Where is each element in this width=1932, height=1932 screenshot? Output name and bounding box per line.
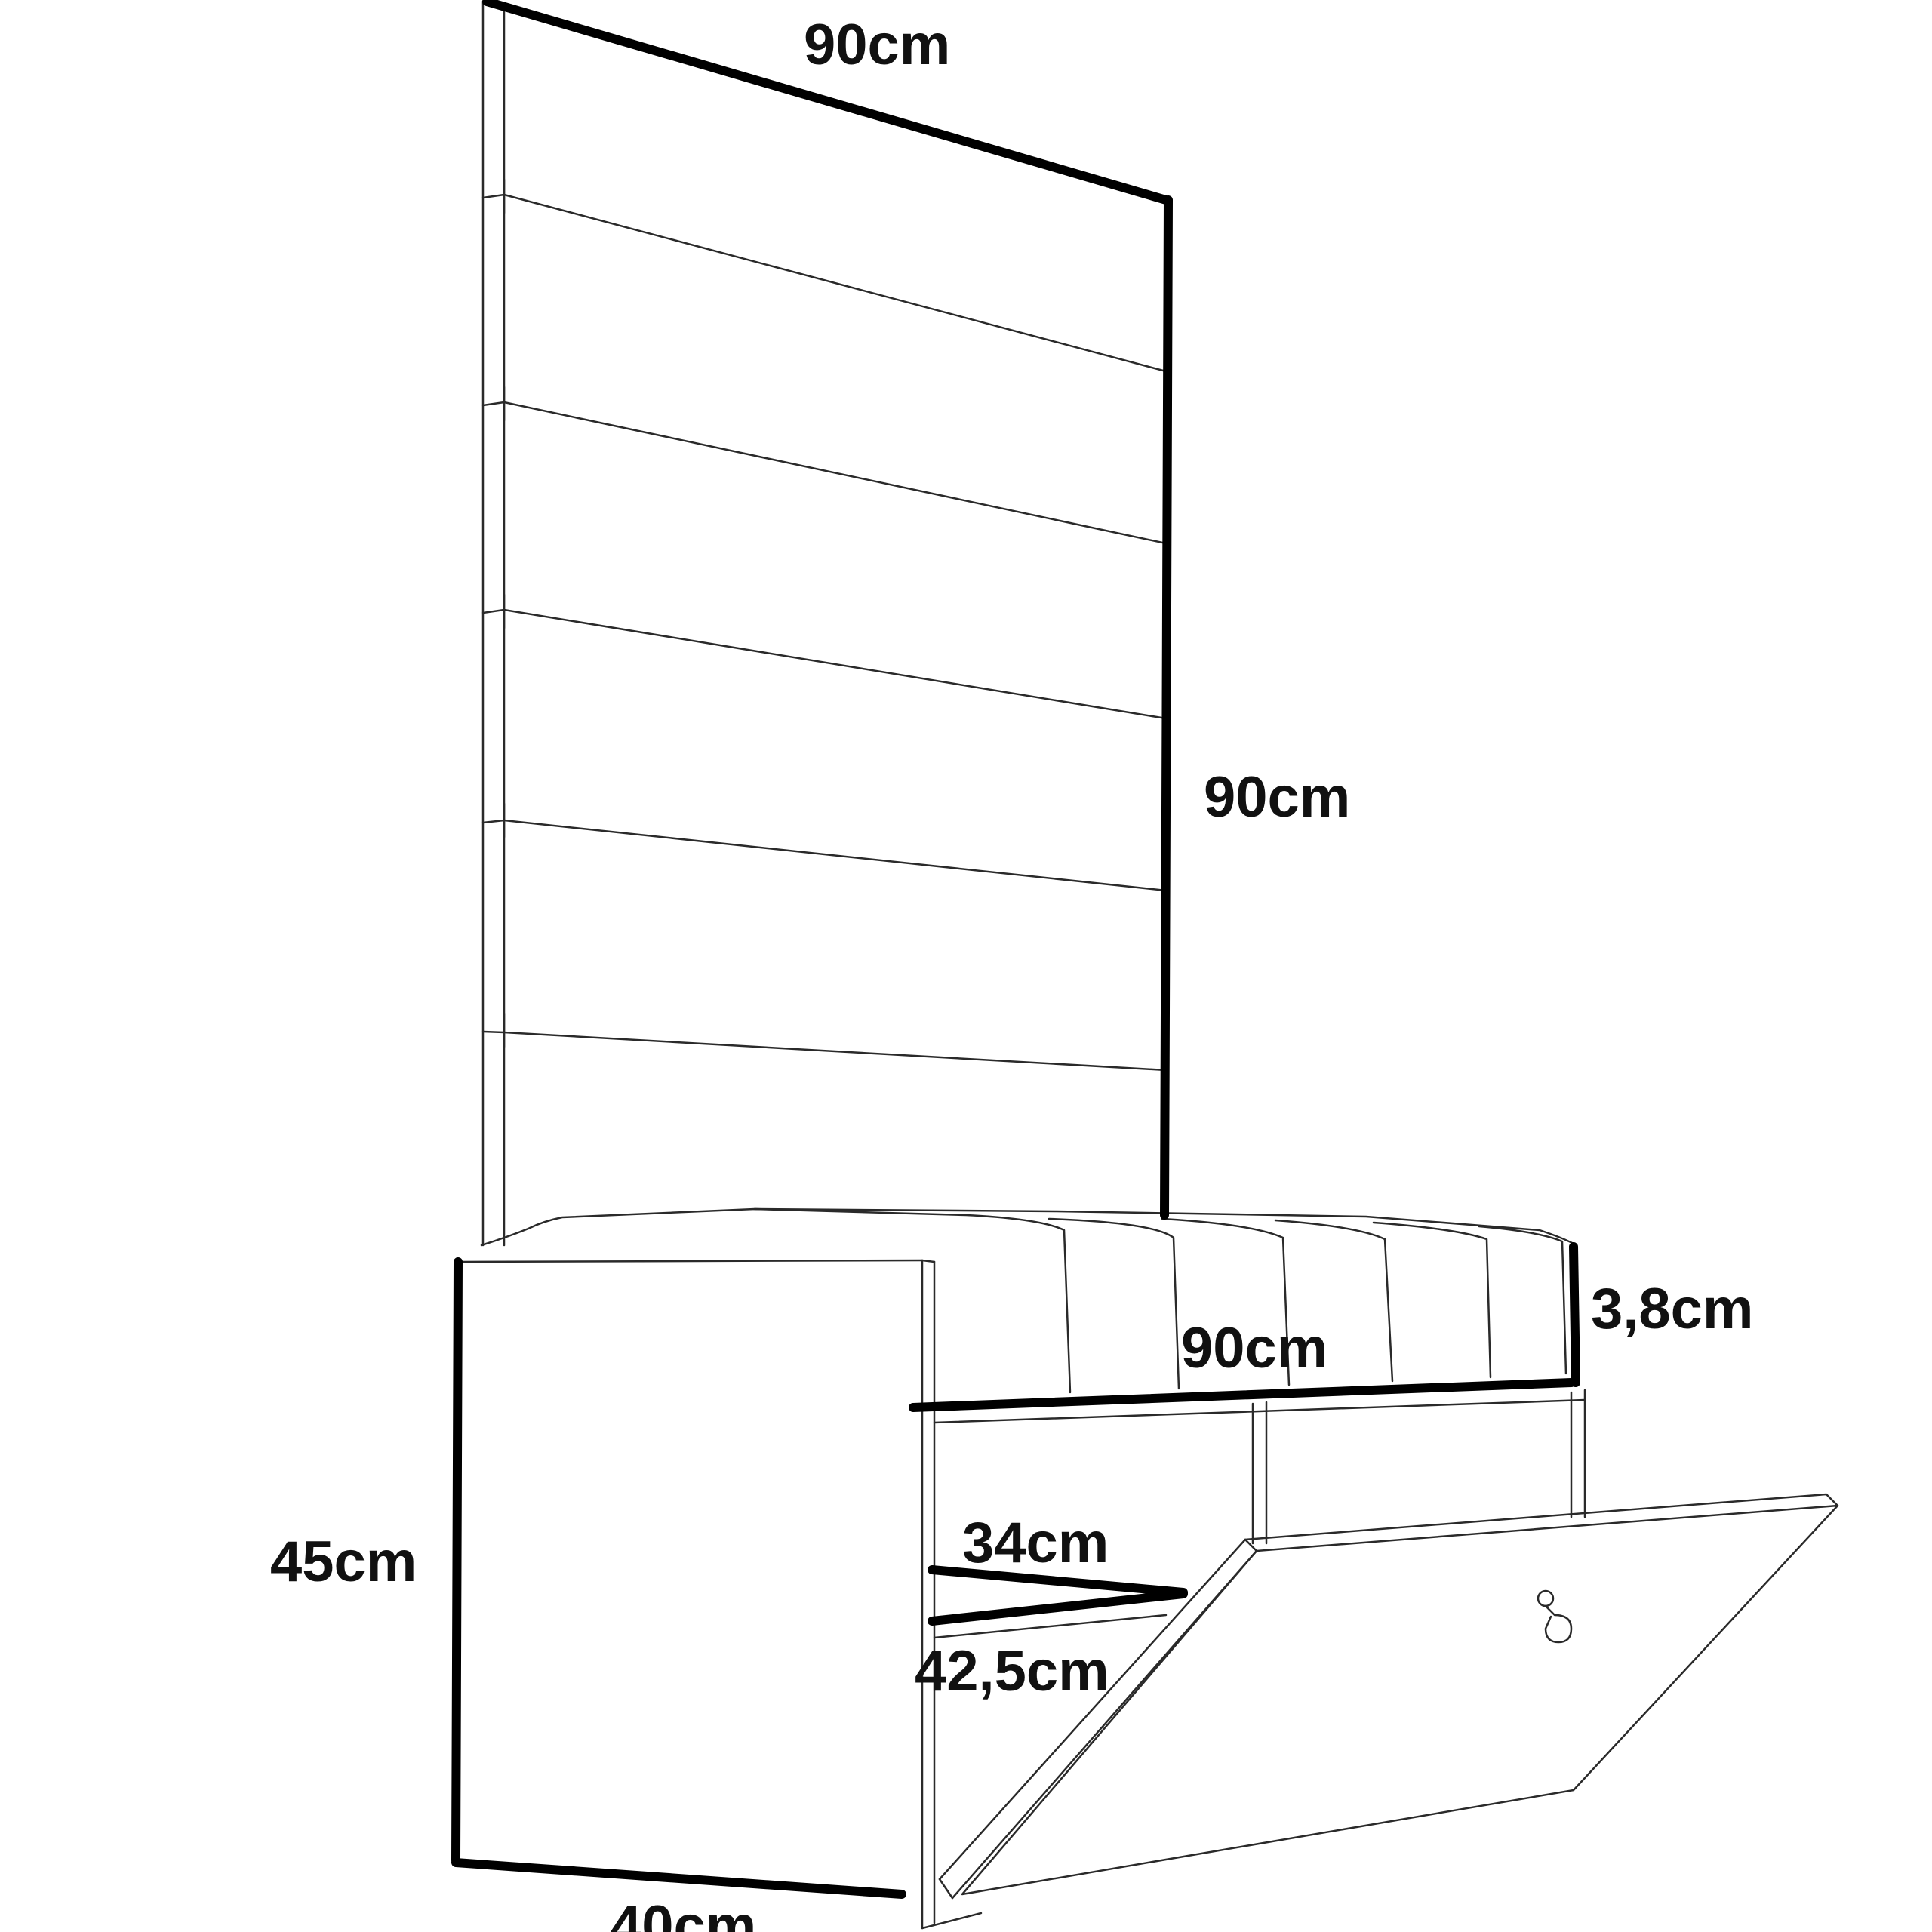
- label-headboard-height: 90cm: [1204, 765, 1350, 829]
- label-headboard-width: 90cm: [804, 13, 950, 77]
- dim-line-headboard-width: [482, 0, 1171, 205]
- label-cabinet-depth: 40cm: [610, 1894, 756, 1932]
- dim-line-drawer-outer-depth: [928, 1589, 1188, 1626]
- drawer-knob: [1537, 1589, 1573, 1644]
- shoe-cabinet-body: [459, 1259, 1586, 1930]
- label-drawer-outer-depth: 42,5cm: [915, 1639, 1109, 1703]
- dim-line-cushion-thickness: [1569, 1242, 1580, 1387]
- label-cushion-thickness: 3,8cm: [1591, 1277, 1754, 1341]
- dim-line-headboard-height: [1160, 195, 1173, 1220]
- label-cabinet-height: 45cm: [270, 1530, 417, 1594]
- dim-line-drawer-inner-depth: [928, 1565, 1188, 1597]
- upholstered-seat-cushion: [480, 1208, 1575, 1394]
- tilt-out-shoe-drawer: [938, 1493, 1839, 1900]
- dimension-lines: [451, 0, 1580, 1899]
- dim-line-cabinet-height: [451, 1257, 463, 1865]
- headboard-panel: [481, 0, 1168, 1247]
- label-seat-width: 90cm: [1181, 1316, 1327, 1380]
- headboard-slat-seams: [481, 178, 1168, 1072]
- dim-line-seat-width: [909, 1378, 1576, 1412]
- dim-line-cabinet-depth: [451, 1858, 906, 1899]
- label-drawer-inner-depth: 34cm: [962, 1511, 1109, 1575]
- dimension-labels: 90cm 90cm 3,8cm 90cm 45cm 40cm 34cm 42,5…: [270, 13, 1754, 1932]
